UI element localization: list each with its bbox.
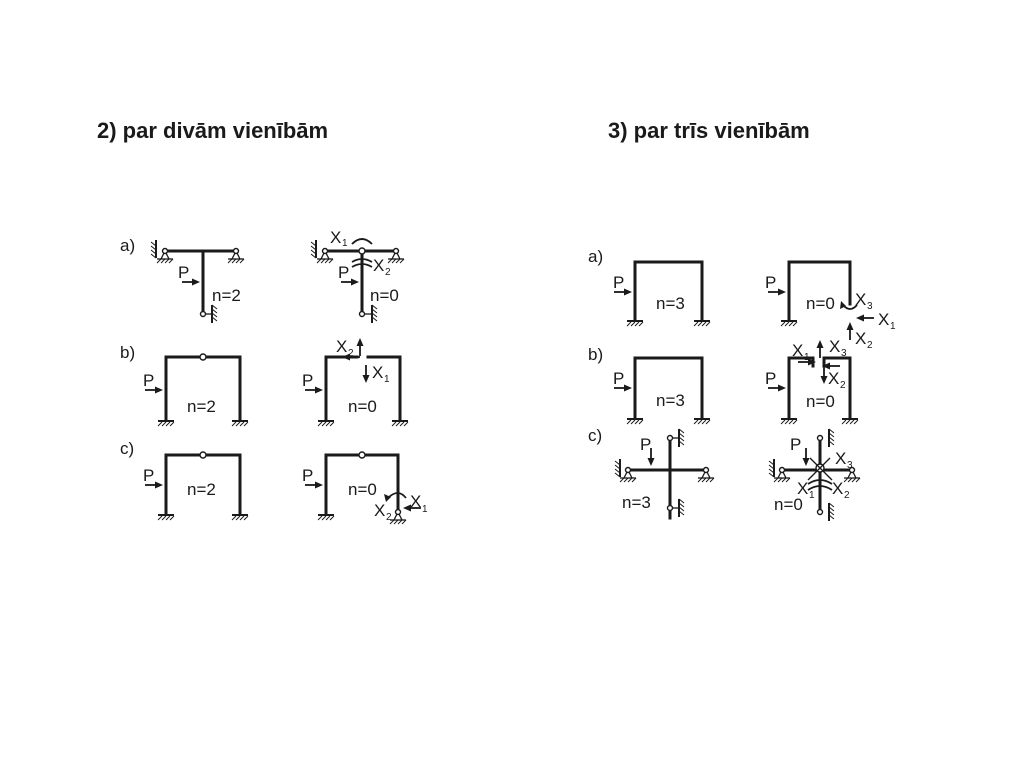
frame-3a-basic-system: P n=0 X 3 X 1 X 2 bbox=[765, 260, 896, 351]
svg-text:X: X bbox=[855, 329, 866, 348]
svg-text:1: 1 bbox=[890, 321, 896, 332]
svg-text:P: P bbox=[302, 466, 313, 485]
heading-two-units: 2) par divām vienībām bbox=[97, 118, 329, 143]
svg-text:X: X bbox=[373, 256, 384, 275]
frame-2a-original: a) P n=2 bbox=[120, 236, 245, 324]
label-c-right: c) bbox=[588, 426, 602, 445]
label-a-left: a) bbox=[120, 236, 135, 255]
degree-label: n=3 bbox=[656, 391, 685, 410]
svg-text:3: 3 bbox=[847, 460, 853, 471]
svg-text:X: X bbox=[374, 501, 385, 520]
degree-label: n=0 bbox=[348, 480, 377, 499]
svg-text:P: P bbox=[790, 435, 801, 454]
svg-text:P: P bbox=[765, 273, 776, 292]
svg-text:P: P bbox=[143, 466, 154, 485]
svg-text:X: X bbox=[878, 310, 889, 329]
svg-text:P: P bbox=[765, 369, 776, 388]
degree-label: n=2 bbox=[187, 397, 216, 416]
svg-text:3: 3 bbox=[867, 301, 873, 312]
svg-text:X: X bbox=[828, 369, 839, 388]
heading-three-units: 3) par trīs vienībām bbox=[608, 118, 810, 143]
svg-text:P: P bbox=[613, 273, 624, 292]
svg-text:P: P bbox=[640, 435, 651, 454]
degree-label: n=2 bbox=[212, 286, 241, 305]
svg-text:1: 1 bbox=[342, 238, 348, 249]
frame-2b-original: b) P n=2 bbox=[120, 343, 249, 427]
svg-text:X: X bbox=[797, 479, 808, 498]
svg-text:X: X bbox=[410, 492, 421, 511]
svg-text:X: X bbox=[832, 479, 843, 498]
svg-text:P: P bbox=[143, 371, 154, 390]
frame-2a-basic-system: X 1 X 2 P n=0 bbox=[310, 228, 405, 324]
label-b-left: b) bbox=[120, 343, 135, 362]
frame-3b-original: b) P n=3 bbox=[588, 345, 711, 425]
svg-text:2: 2 bbox=[867, 340, 873, 351]
degree-label: n=0 bbox=[806, 294, 835, 313]
svg-text:2: 2 bbox=[386, 512, 392, 523]
degree-label: n=0 bbox=[370, 286, 399, 305]
svg-text:2: 2 bbox=[840, 380, 846, 391]
svg-text:2: 2 bbox=[844, 490, 850, 501]
svg-text:X: X bbox=[792, 341, 803, 360]
svg-text:1: 1 bbox=[422, 504, 428, 515]
label-c-left: c) bbox=[120, 439, 134, 458]
svg-text:X: X bbox=[835, 449, 846, 468]
frame-2c-original: c) P n=2 bbox=[120, 439, 249, 521]
frame-2b-basic-system: X 2 X 1 P n=0 bbox=[302, 337, 409, 427]
svg-text:X: X bbox=[372, 363, 383, 382]
label-a-right: a) bbox=[588, 247, 603, 266]
svg-text:2: 2 bbox=[385, 267, 391, 278]
svg-text:P: P bbox=[302, 371, 313, 390]
svg-text:X: X bbox=[330, 228, 341, 247]
label-b-right: b) bbox=[588, 345, 603, 364]
svg-text:2: 2 bbox=[348, 348, 354, 359]
frame-2c-basic-system: P n=0 X 1 X 2 bbox=[302, 451, 428, 525]
svg-text:1: 1 bbox=[809, 490, 815, 501]
frame-3c-basic-system: P X 3 X 1 X 2 n=0 bbox=[768, 428, 861, 522]
frame-3b-basic-system: X 1 X 3 X 2 P n=0 bbox=[765, 337, 859, 425]
svg-text:X: X bbox=[855, 290, 866, 309]
degree-label: n=3 bbox=[622, 493, 651, 512]
degree-label: n=0 bbox=[806, 392, 835, 411]
svg-text:P: P bbox=[613, 369, 624, 388]
frame-3c-original: c) P n=3 bbox=[588, 426, 715, 520]
svg-text:3: 3 bbox=[841, 348, 847, 359]
frame-3a-original: a) P n=3 bbox=[588, 247, 711, 327]
svg-text:X: X bbox=[336, 337, 347, 356]
degree-label: n=0 bbox=[348, 397, 377, 416]
degree-label: n=0 bbox=[774, 495, 803, 514]
degree-label: n=3 bbox=[656, 294, 685, 313]
svg-text:X: X bbox=[829, 337, 840, 356]
svg-text:P: P bbox=[178, 263, 189, 282]
svg-text:1: 1 bbox=[804, 352, 810, 363]
svg-text:P: P bbox=[338, 263, 349, 282]
svg-text:1: 1 bbox=[384, 374, 390, 385]
degree-label: n=2 bbox=[187, 480, 216, 499]
